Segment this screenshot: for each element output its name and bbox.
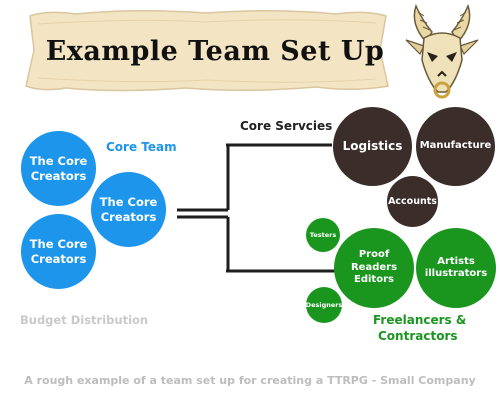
manufacture-circle: Manufacture xyxy=(416,107,495,186)
freelancers-label-line1: Freelancers & xyxy=(373,313,467,327)
core-services-label: Core Servcies xyxy=(240,119,333,133)
designers-circle: Designers xyxy=(306,287,342,323)
core-creators-circle-2: The Core Creators xyxy=(91,172,166,247)
logistics-circle: Logistics xyxy=(333,107,412,186)
core-creators-circle-1: The Core Creators xyxy=(21,131,96,206)
artists-illustrators-circle: Artists illustrators xyxy=(416,228,496,308)
caption: A rough example of a team set up for cre… xyxy=(24,374,476,387)
core-team-label: Core Team xyxy=(106,140,177,154)
budget-distribution-label: Budget Distribution xyxy=(20,313,149,327)
testers-circle: Testers xyxy=(306,218,340,252)
proof-readers-editors-circle: Proof Readers Editors xyxy=(334,228,414,308)
accounts-circle: Accounts xyxy=(387,176,438,227)
banner-title: Example Team Set Up xyxy=(45,35,385,67)
goat-skull-icon xyxy=(405,3,479,99)
freelancers-label-line2: Contractors xyxy=(378,329,458,343)
banner-scroll-shape xyxy=(25,9,389,92)
core-creators-circle-3: The Core Creators xyxy=(21,214,96,289)
